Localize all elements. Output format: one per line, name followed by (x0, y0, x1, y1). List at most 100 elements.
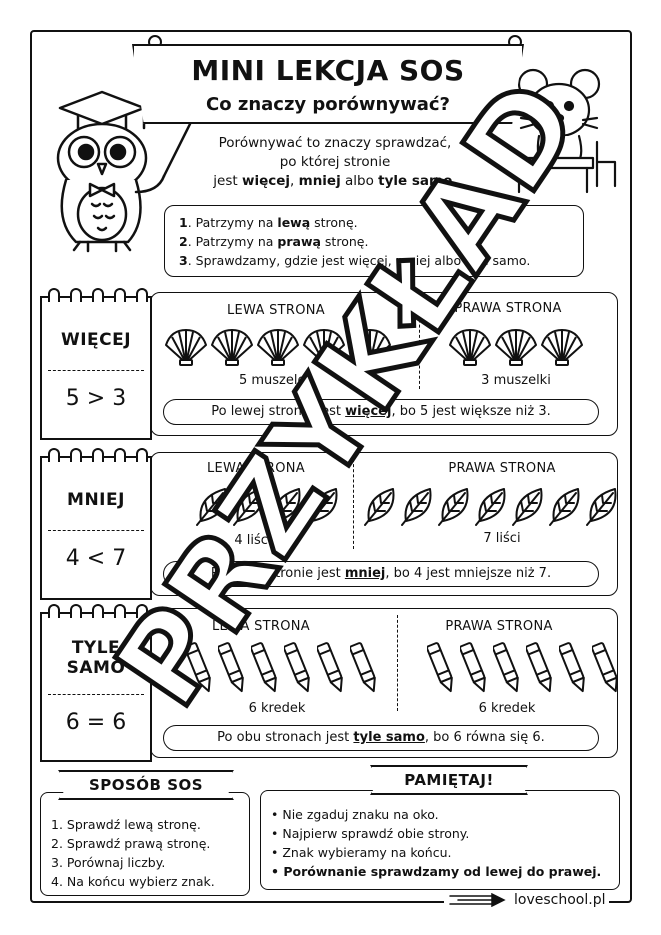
left-count: 4 liście (234, 533, 280, 548)
intro-line: jest więcej, mniej albo tyle samo. (200, 172, 470, 191)
divider (48, 530, 144, 531)
intro-same: tyle samo (378, 173, 453, 189)
comparison-expression: 6 = 6 (65, 710, 127, 735)
leaf-icon (233, 488, 264, 526)
section-more: LEWA STRONA PRAWA STRONA 5 muszelek 3 mu… (150, 292, 618, 436)
crayon-icon (559, 642, 585, 693)
section-label: WIĘCEJ (60, 330, 132, 350)
notebook-less: MNIEJ 4 < 7 (40, 448, 152, 600)
crayon-icon (427, 642, 453, 693)
crayon-icon (592, 642, 618, 693)
left-column-heading: LEWA STRONA (211, 619, 310, 634)
pamietaj-item: • Nie zgaduj znaku na oko. (271, 807, 439, 822)
intro-span: . (452, 173, 457, 189)
shell-row-right (447, 327, 585, 367)
ring-icon (92, 288, 104, 302)
shell-icon (541, 329, 583, 366)
column-divider (397, 615, 398, 711)
shell-icon (211, 329, 253, 366)
leaf-icon (475, 488, 506, 526)
step-item: 2. Patrzymy na prawą stronę. (179, 234, 369, 249)
intro-more: więcej (241, 173, 291, 189)
step-text: Patrzymy na (195, 234, 278, 249)
leaf-icon (364, 488, 395, 526)
step-bold: lewą (277, 215, 311, 230)
mouse-icon (511, 68, 617, 194)
intro-line: Porównywać to znaczy sprawdzać, (218, 135, 452, 151)
sposob-box: 1. Sprawdź lewą stronę. 2. Sprawdź prawą… (40, 792, 250, 896)
section-same: LEWA STRONA PRAWA STRONA 6 kredek 6 kred… (150, 608, 618, 758)
step-text: stronę. (310, 215, 358, 230)
leaf-icon (196, 488, 227, 526)
ring-icon (136, 604, 148, 618)
sentence-text: Po obu stronach jest (217, 730, 354, 745)
pamietaj-ribbon: PAMIĘTAJ! (370, 765, 528, 795)
step-text: Sprawdzamy, gdzie jest więcej, mniej alb… (195, 253, 531, 268)
notebook-more: WIĘCEJ 5 > 3 (40, 288, 152, 440)
left-count: 5 muszelek (238, 373, 314, 388)
intro-line: po której stronie (279, 154, 391, 170)
pamietaj-box: • Nie zgaduj znaku na oko. • Najpierw sp… (260, 790, 620, 890)
step-text: Patrzymy na (195, 215, 278, 230)
step-bold: prawą (277, 234, 321, 249)
comparison-expression: 5 > 3 (65, 386, 127, 411)
sentence-keyword: tyle samo (353, 730, 425, 745)
sentence-keyword: mniej (344, 566, 386, 581)
intro-span: albo (340, 173, 379, 189)
step-number: 2 (179, 234, 188, 249)
comparison-expression: 4 < 7 (65, 546, 127, 571)
ring-icon (48, 448, 60, 462)
page-title: MINI LEKCJA SOS (191, 54, 465, 87)
sposob-item: 4. Na końcu wybierz znak. (51, 874, 215, 889)
right-column-heading: PRAWA STRONA (445, 619, 553, 634)
crayon-icon (493, 642, 519, 693)
leaf-row-right (363, 485, 622, 527)
ring-icon (136, 448, 148, 462)
comparison-sentence: Po lewej stronie jest mniej, bo 4 jest m… (163, 561, 599, 587)
step-text: stronę. (320, 234, 369, 249)
section-label: MNIEJ (67, 490, 125, 510)
pamietaj-text: Najpierw sprawdź obie strony. (282, 826, 470, 841)
section-label-line: TYLE (71, 638, 121, 658)
step-number: 1 (179, 215, 188, 230)
pamietaj-text: Nie zgaduj znaku na oko. (282, 807, 439, 822)
left-column-heading: LEWA STRONA (226, 303, 325, 318)
shell-icon (303, 329, 345, 366)
leaf-row-left (195, 485, 343, 527)
right-column-heading: PRAWA STRONA (448, 461, 556, 476)
leaf-icon (512, 488, 543, 526)
ring-icon (48, 288, 60, 302)
footer-brand[interactable]: loveschool.pl (444, 890, 610, 910)
owl-teacher-icon (56, 90, 192, 253)
crayon-icon (317, 642, 343, 693)
ring-icon (70, 448, 82, 462)
crayon-icon (251, 642, 277, 693)
ring-icon (92, 604, 104, 618)
pamietaj-text: Znak wybieramy na końcu. (282, 845, 452, 860)
sentence-text: , bo 5 jest większe niż 3. (391, 404, 551, 419)
leaf-icon (586, 488, 617, 526)
ring-icon (114, 604, 126, 618)
crayon-icon (218, 642, 244, 693)
crayon-icon (284, 642, 310, 693)
crayon-icon (350, 642, 376, 693)
shell-icon (165, 329, 207, 366)
leaf-icon (438, 488, 469, 526)
column-divider (419, 299, 420, 389)
footer-url[interactable]: loveschool.pl (514, 892, 606, 908)
leaf-icon (549, 488, 580, 526)
crayon-icon (185, 642, 211, 693)
arrow-lines-icon (449, 893, 506, 907)
pamietaj-bold-text: Porównanie sprawdzamy od lewej do prawej… (283, 864, 602, 879)
divider (48, 694, 144, 695)
divider (48, 370, 144, 371)
intro-span: jest (213, 173, 242, 189)
pamietaj-item: • Najpierw sprawdź obie strony. (271, 826, 470, 841)
right-count: 7 liści (483, 531, 521, 546)
crayon-icon (460, 642, 486, 693)
right-count: 3 muszelki (481, 373, 551, 388)
leaf-icon (270, 488, 301, 526)
intro-span: , (290, 173, 299, 189)
